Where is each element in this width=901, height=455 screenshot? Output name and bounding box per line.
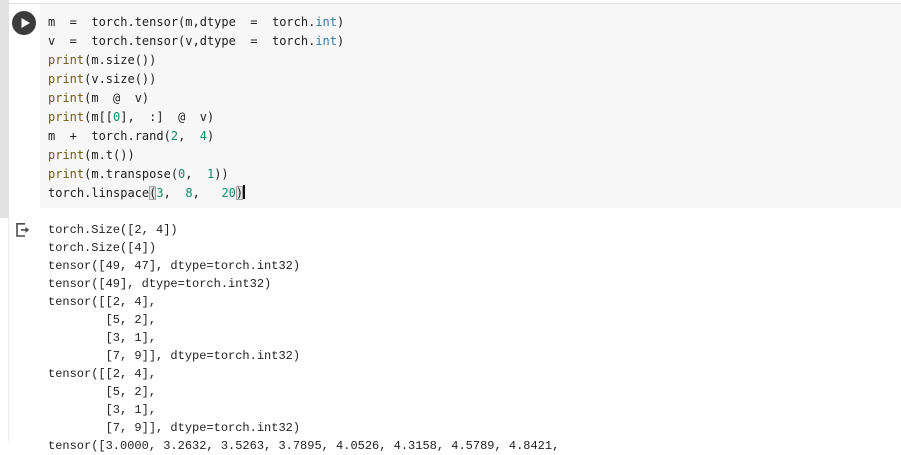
page-margin-line — [8, 218, 9, 441]
code-line: print(v.size()) — [48, 70, 895, 89]
code-token: , — [178, 129, 200, 143]
code-token: int — [315, 15, 337, 29]
output-line-clipped: tensor([3.0000, 3.2632, 3.5263, 3.7895, … — [48, 439, 560, 453]
cell-gutter — [9, 4, 40, 208]
code-token: (m.size()) — [84, 53, 157, 67]
page-margin-strip — [0, 0, 9, 218]
output-line: tensor([49], dtype=torch.int32) — [48, 277, 272, 291]
code-cell: m = torch.tensor(m,dtype = torch.int)v =… — [9, 3, 901, 208]
code-token: torch.linspace — [48, 186, 150, 200]
code-token: (m[[ — [84, 110, 114, 124]
cell-output-area[interactable]: torch.Size([2, 4]) torch.Size([4]) tensor(… — [9, 218, 901, 453]
code-token: int — [315, 34, 337, 48]
run-cell-button[interactable] — [12, 11, 36, 35]
code-token: print — [48, 110, 85, 124]
output-line: tensor([49, 47], dtype=torch.int32) — [48, 259, 301, 273]
code-line: print(m[[0], :] @ v) — [48, 108, 895, 127]
code-token: ) — [337, 15, 345, 29]
output-line: [7, 9]], dtype=torch.int32) — [48, 349, 301, 363]
code-token: (m @ v) — [84, 91, 150, 105]
code-token: print — [48, 167, 85, 181]
code-token: , — [185, 167, 207, 181]
output-line: torch.Size([2, 4]) — [48, 223, 178, 237]
play-icon — [12, 11, 36, 35]
output-line: tensor([[2, 4], — [48, 367, 157, 381]
code-token: (m.t()) — [84, 148, 135, 162]
code-token: 1 — [206, 167, 215, 181]
cell-output-icon — [13, 221, 31, 239]
code-token: 3 — [156, 186, 164, 200]
code-token: ) — [206, 129, 215, 143]
code-token: m = torch.tensor(m,dtype = torch. — [48, 15, 316, 29]
code-token: , — [163, 186, 186, 200]
code-token: v = torch.tensor(v,dtype = torch. — [48, 34, 316, 48]
code-token: 20 — [221, 186, 236, 200]
code-token: 0 — [113, 110, 121, 124]
code-token: m + torch.rand( — [48, 129, 171, 143]
text-cursor — [243, 185, 246, 199]
output-line: [7, 9]], dtype=torch.int32) — [48, 421, 301, 435]
code-token: print — [48, 72, 85, 86]
code-line: print(m.transpose(0, 1)) — [48, 165, 895, 184]
code-token: print — [48, 53, 85, 67]
code-token: ) — [337, 34, 345, 48]
code-token: , — [192, 186, 222, 200]
output-line: tensor([[2, 4], — [48, 295, 157, 309]
output-line: torch.Size([4]) — [48, 241, 157, 255]
output-line: [3, 1], — [48, 403, 157, 417]
output-line: [3, 1], — [48, 331, 157, 345]
code-token: 0 — [178, 167, 186, 181]
code-line: torch.linspace(3, 8, 20) — [48, 184, 895, 203]
code-token: 8 — [185, 186, 193, 200]
output-line: [5, 2], — [48, 385, 157, 399]
output-text: torch.Size([2, 4]) torch.Size([4]) tensor(… — [48, 221, 559, 455]
code-line: print(m.t()) — [48, 146, 895, 165]
code-token: 2 — [170, 129, 179, 143]
code-token: )) — [214, 167, 229, 181]
output-line: [5, 2], — [48, 313, 157, 327]
code-token: ], :] @ v) — [120, 110, 215, 124]
code-token: (m.transpose( — [84, 167, 179, 181]
code-token: print — [48, 148, 85, 162]
code-line: print(m @ v) — [48, 89, 895, 108]
code-token: ) — [235, 186, 244, 200]
code-token: ( — [149, 186, 157, 200]
code-line: v = torch.tensor(v,dtype = torch.int) — [48, 32, 895, 51]
code-line: m + torch.rand(2, 4) — [48, 127, 895, 146]
code-token: 4 — [199, 129, 207, 143]
code-line: print(m.size()) — [48, 51, 895, 70]
code-editor[interactable]: m = torch.tensor(m,dtype = torch.int)v =… — [40, 4, 901, 208]
code-token: (v.size()) — [84, 72, 157, 86]
code-line: m = torch.tensor(m,dtype = torch.int) — [48, 13, 895, 32]
code-token: print — [48, 91, 85, 105]
